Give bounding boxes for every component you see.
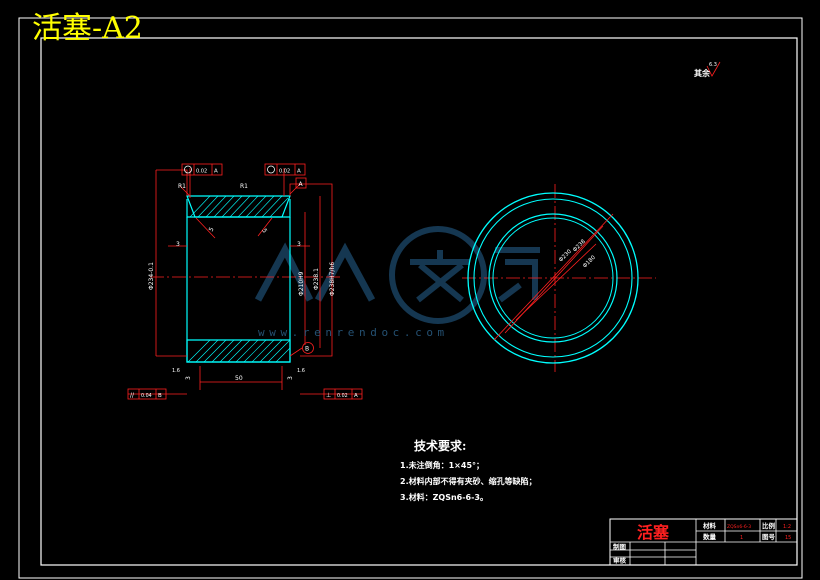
material-label: 材料 [702,521,717,530]
dim-mark-left: 1.6 [172,368,180,374]
dim-chamfer-right: 5 [260,228,268,235]
dim-right-step: 3 [297,241,301,248]
dia-inner-label: Φ180 [582,254,597,269]
outer-circle [467,192,639,364]
dim-outer-dia: Φ238H7/h6 [329,262,336,296]
roughness-symbol: 6.3 [706,61,721,77]
drawing-no-label: 图号 [762,532,776,541]
bottom-wall-outer [186,338,291,363]
datum-b-label: B [305,346,309,353]
watermark-text: www.renrendoc.com [258,326,449,339]
checked-label: 审核 [613,556,627,565]
top-wall-section [186,195,291,218]
inner-drawing-frame [40,37,798,566]
drawing-title: 活塞-A2 [32,11,143,46]
quantity-value: 1 [740,535,743,541]
tech-requirement-2: 2.材料内部不得有夹砂、缩孔等缺陷； [400,477,537,486]
quantity-label: 数量 [703,532,717,541]
dim-mark-right: 1.6 [297,368,305,374]
dim-top-label: R1 [240,183,248,190]
parallel-frame: // 0.04 B [127,388,167,400]
watermark-logo [254,226,540,324]
dim-left-step: 3 [176,241,180,248]
inner-bore-circle-2 [492,217,614,339]
roughness-value: 6.3 [709,62,717,68]
end-view: Φ238 Φ230 Φ180 [462,184,656,372]
material-value: ZQSn6-6-3 [727,524,751,530]
parallel-value: 0.04 [141,393,152,399]
dim-bottom-right: 3 [287,376,294,380]
bottom-wall-section [186,339,291,363]
section-view: 0.02 A 0.02 A A B // 0.04 B [127,163,363,400]
dimension-lines [128,168,362,395]
title-block-part-name: 活塞 [637,523,670,542]
outer-circle-2 [473,198,633,358]
gdt-1-value: 0.02 [196,169,207,175]
tech-requirements-heading: 技术要求: [414,439,467,453]
perp-value: 0.02 [337,393,348,399]
gdt-2-datum: A [297,169,301,175]
dimension-texts: 50 3 3 R1 R1 5 5 3 3 1.6 1.6 Φ234-0.1 Φ2… [148,183,336,382]
drafted-label: 制图 [613,542,627,551]
scale-value: 1:2 [783,524,791,530]
svg-text:⊥: ⊥ [326,392,331,399]
svg-text://: // [130,392,135,399]
gdt-2-value: 0.02 [279,169,290,175]
hatch-lines [187,195,291,363]
diameter-leaders [493,213,614,341]
dim-mid-dia: Φ238.1 [313,268,320,290]
title-block: 活塞 材料 ZQSn6-6-3 比例 1:2 数量 1 图号 15 制图 审核 [609,518,798,566]
dim-bottom-left: 3 [185,376,192,380]
datum-b-marker: B [302,342,314,354]
dim-width: 50 [235,375,243,382]
roughness-label: 其余 [694,69,710,78]
gdt-frame-2: 0.02 A [264,163,306,176]
datum-a-marker: A [295,177,307,189]
dim-chamfer-left: 5 [208,226,216,233]
dim-left-dia: Φ234-0.1 [148,262,155,290]
inner-bore-circle [488,213,618,343]
dim-inner-dia: Φ210H9 [298,271,305,296]
gdt-frame-1: 0.02 A [181,163,223,176]
parallel-datum: B [158,393,162,399]
perp-datum: A [354,393,358,399]
tech-requirement-3: 3.材料：ZQSn6-6-3。 [400,493,489,502]
datum-a-label: A [299,181,304,188]
drawing-no-value: 15 [785,535,791,541]
perpendicular-frame: ⊥ 0.02 A [323,388,363,400]
gdt-1-datum: A [214,169,218,175]
outer-sheet-border [18,17,803,579]
dim-r1: R1 [178,183,186,190]
tech-requirement-1: 1.未注倒角：1×45°； [400,461,485,470]
scale-label: 比例 [762,521,776,530]
